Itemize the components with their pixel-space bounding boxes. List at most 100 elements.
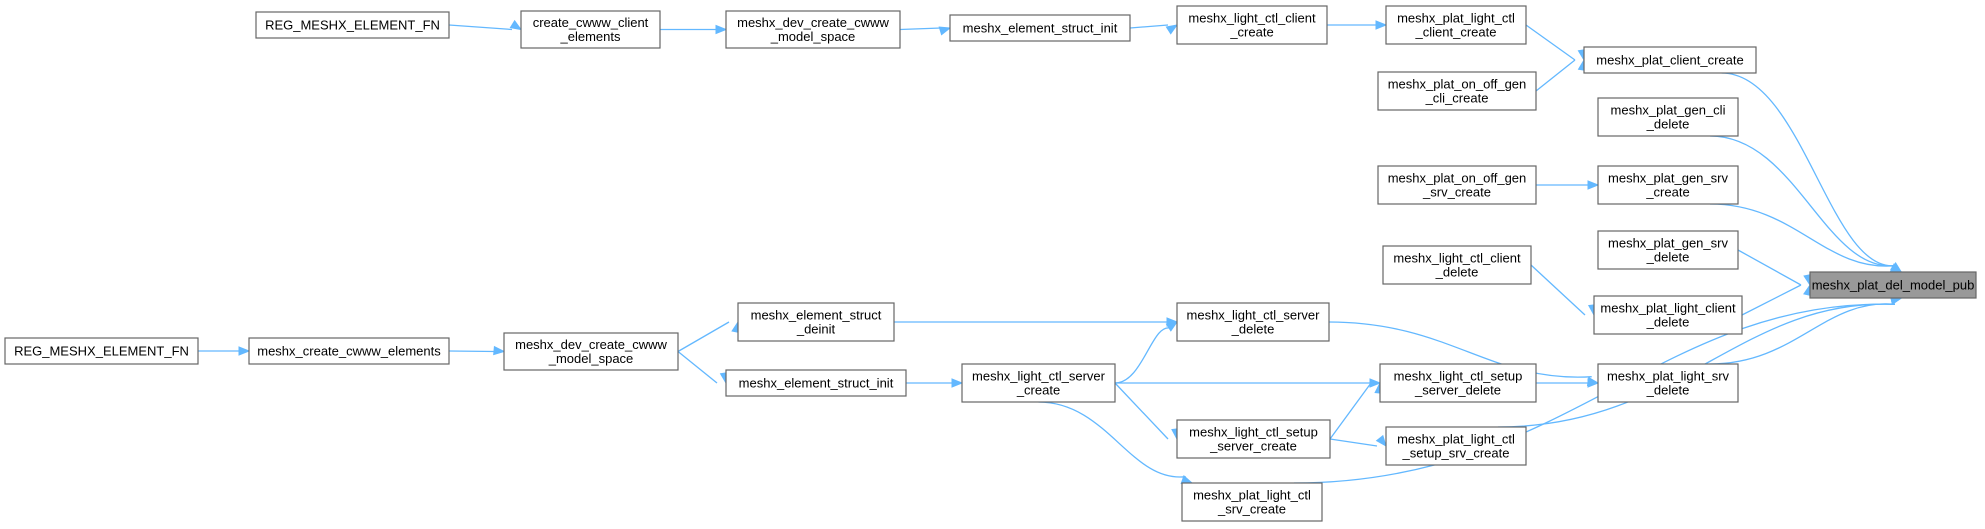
node-mesi2[interactable]: meshx_element_struct_init [725, 369, 907, 397]
node-box [1597, 97, 1739, 137]
node-mpoogcc[interactable]: meshx_plat_on_off_gen_cli_create [1377, 71, 1537, 111]
node-box [1377, 165, 1537, 205]
node-label: _delete [1646, 315, 1690, 330]
node-label: _server_delete [1414, 383, 1501, 398]
node-box [949, 14, 1131, 42]
node-mpoogsc[interactable]: meshx_plat_on_off_gen_srv_create [1377, 165, 1537, 205]
node-mplcssc[interactable]: meshx_plat_light_ctl_setup_srv_create [1385, 426, 1527, 466]
node-label: _elements [560, 29, 621, 44]
node-mdcc2[interactable]: meshx_dev_create_cwww_model_space [503, 332, 679, 371]
node-box [1385, 426, 1527, 466]
arrowhead [493, 345, 506, 356]
arrowhead [1587, 378, 1600, 388]
node-mlcsc[interactable]: meshx_light_ctl_server_create [961, 363, 1116, 403]
node-label: _model_space [770, 29, 856, 44]
node-mpgsc[interactable]: meshx_plat_gen_srv_create [1597, 165, 1739, 205]
node-box [1176, 5, 1328, 45]
edge-mlccc-to-mplccc [1327, 20, 1388, 30]
edge-mcce-to-mdcc2 [448, 345, 506, 356]
arrowhead [509, 19, 523, 31]
node-box [1379, 363, 1537, 403]
node-label: meshx_plat_light_ctl [1193, 488, 1311, 503]
edge-mdcc2-to-mesi2 [677, 350, 730, 385]
edge-line [1741, 284, 1802, 316]
edge-line [1737, 249, 1802, 286]
node-label: meshx_light_ctl_setup [1189, 425, 1318, 440]
edge-mlcssd-to-mplsd [1536, 378, 1600, 388]
node-label: meshx_element_struct_init [739, 376, 894, 391]
node-box [1597, 363, 1739, 403]
node-mplcd[interactable]: meshx_plat_light_client_delete [1593, 295, 1743, 335]
node-mpgsd[interactable]: meshx_plat_gen_srv_delete [1597, 230, 1739, 270]
node-box [1377, 71, 1537, 111]
node-label: meshx_plat_light_ctl [1397, 11, 1515, 26]
arrowhead [951, 378, 964, 388]
node-mlccd[interactable]: meshx_light_ctl_client_delete [1382, 245, 1532, 285]
edge-mlcsc-to-mlcssd [1115, 378, 1382, 388]
node-mplccc[interactable]: meshx_plat_light_ctl_client_create [1385, 5, 1527, 45]
node-mlcssc[interactable]: meshx_light_ctl_setup_server_create [1176, 419, 1331, 459]
edge-mpcc-to-target [1721, 72, 1903, 273]
node-mlccc[interactable]: meshx_light_ctl_client_create [1176, 5, 1328, 45]
edge-mesi1-to-mlccc [1129, 24, 1179, 35]
node-box [1583, 46, 1757, 74]
node-label: _delete [1646, 250, 1690, 265]
node-mlcsd[interactable]: meshx_light_ctl_server_delete [1176, 302, 1330, 342]
node-label: meshx_plat_del_model_pub [1812, 278, 1975, 293]
node-label: REG_MESHX_ELEMENT_FN [265, 18, 440, 33]
node-label: meshx_plat_gen_cli [1611, 103, 1726, 118]
arrowhead [1165, 24, 1179, 35]
node-label: _delete [1231, 322, 1275, 337]
node-reg1[interactable]: REG_MESHX_ELEMENT_FN [255, 11, 450, 39]
edge-mdcc2-to-mesd [677, 320, 741, 353]
node-box [255, 11, 450, 39]
nodes-layer: REG_MESHX_ELEMENT_FN create_cwww_client_e… [4, 5, 1977, 522]
edge-line [1525, 24, 1576, 61]
arrowhead [1165, 321, 1179, 332]
edge-mlcsc-to-mlcsd [1114, 321, 1179, 384]
node-mdcc1[interactable]: meshx_dev_create_cwww_model_space [725, 10, 901, 49]
node-mpgcd[interactable]: meshx_plat_gen_cli_delete [1597, 97, 1739, 137]
node-label: _client_create [1415, 25, 1497, 40]
node-label: meshx_dev_create_cwww [515, 337, 667, 352]
arrowhead [715, 24, 728, 35]
edge-mlcssc-to-mplcssc [1329, 434, 1387, 448]
node-mesi1[interactable]: meshx_element_struct_init [949, 14, 1131, 42]
node-label: _deinit [796, 322, 836, 337]
node-mplcsc[interactable]: meshx_plat_light_ctl_srv_create [1181, 482, 1323, 522]
node-mesd[interactable]: meshx_element_struct_deinit [737, 302, 895, 342]
node-mpcc[interactable]: meshx_plat_client_create [1583, 46, 1757, 74]
node-mplsd[interactable]: meshx_plat_light_srv_delete [1597, 363, 1739, 403]
edge-line [899, 27, 942, 31]
node-reg2[interactable]: REG_MESHX_ELEMENT_FN [4, 337, 199, 365]
node-label: meshx_light_ctl_client [1188, 11, 1316, 26]
node-label: _cli_create [1425, 91, 1489, 106]
node-box [1385, 5, 1527, 45]
edge-mesi2-to-mlcsc [906, 378, 964, 388]
node-box [1382, 245, 1532, 285]
node-box [248, 337, 450, 365]
edge-line [1328, 321, 1592, 378]
edge-line [677, 321, 730, 353]
node-label: _delete [1435, 265, 1479, 280]
node-box [520, 10, 661, 49]
arrowhead [1369, 378, 1382, 388]
node-label: _server_create [1209, 439, 1297, 454]
node-label: meshx_plat_light_client [1600, 301, 1736, 316]
edge-mpoogsc-to-mpgsc [1536, 180, 1600, 190]
node-label: meshx_light_ctl_server [1187, 308, 1321, 323]
node-mcce[interactable]: meshx_create_cwww_elements [248, 337, 450, 365]
node-target[interactable]: meshx_plat_del_model_pub [1809, 271, 1977, 299]
node-label: _srv_create [1217, 502, 1286, 517]
edge-line [1129, 24, 1169, 29]
node-ccce[interactable]: create_cwww_client_elements [520, 10, 661, 49]
node-label: _create [1016, 383, 1060, 398]
edge-reg1-to-ccce [448, 19, 523, 31]
node-label: _setup_srv_create [1402, 446, 1510, 461]
node-mlcssd[interactable]: meshx_light_ctl_setup_server_delete [1379, 363, 1537, 403]
node-label: _create [1645, 185, 1689, 200]
edge-mlcssc-to-mlcssd [1329, 381, 1384, 440]
node-box [725, 369, 907, 397]
edge-mlcsc-to-mplcsc [1038, 401, 1194, 484]
edge-mplcd-to-target [1741, 283, 1813, 316]
